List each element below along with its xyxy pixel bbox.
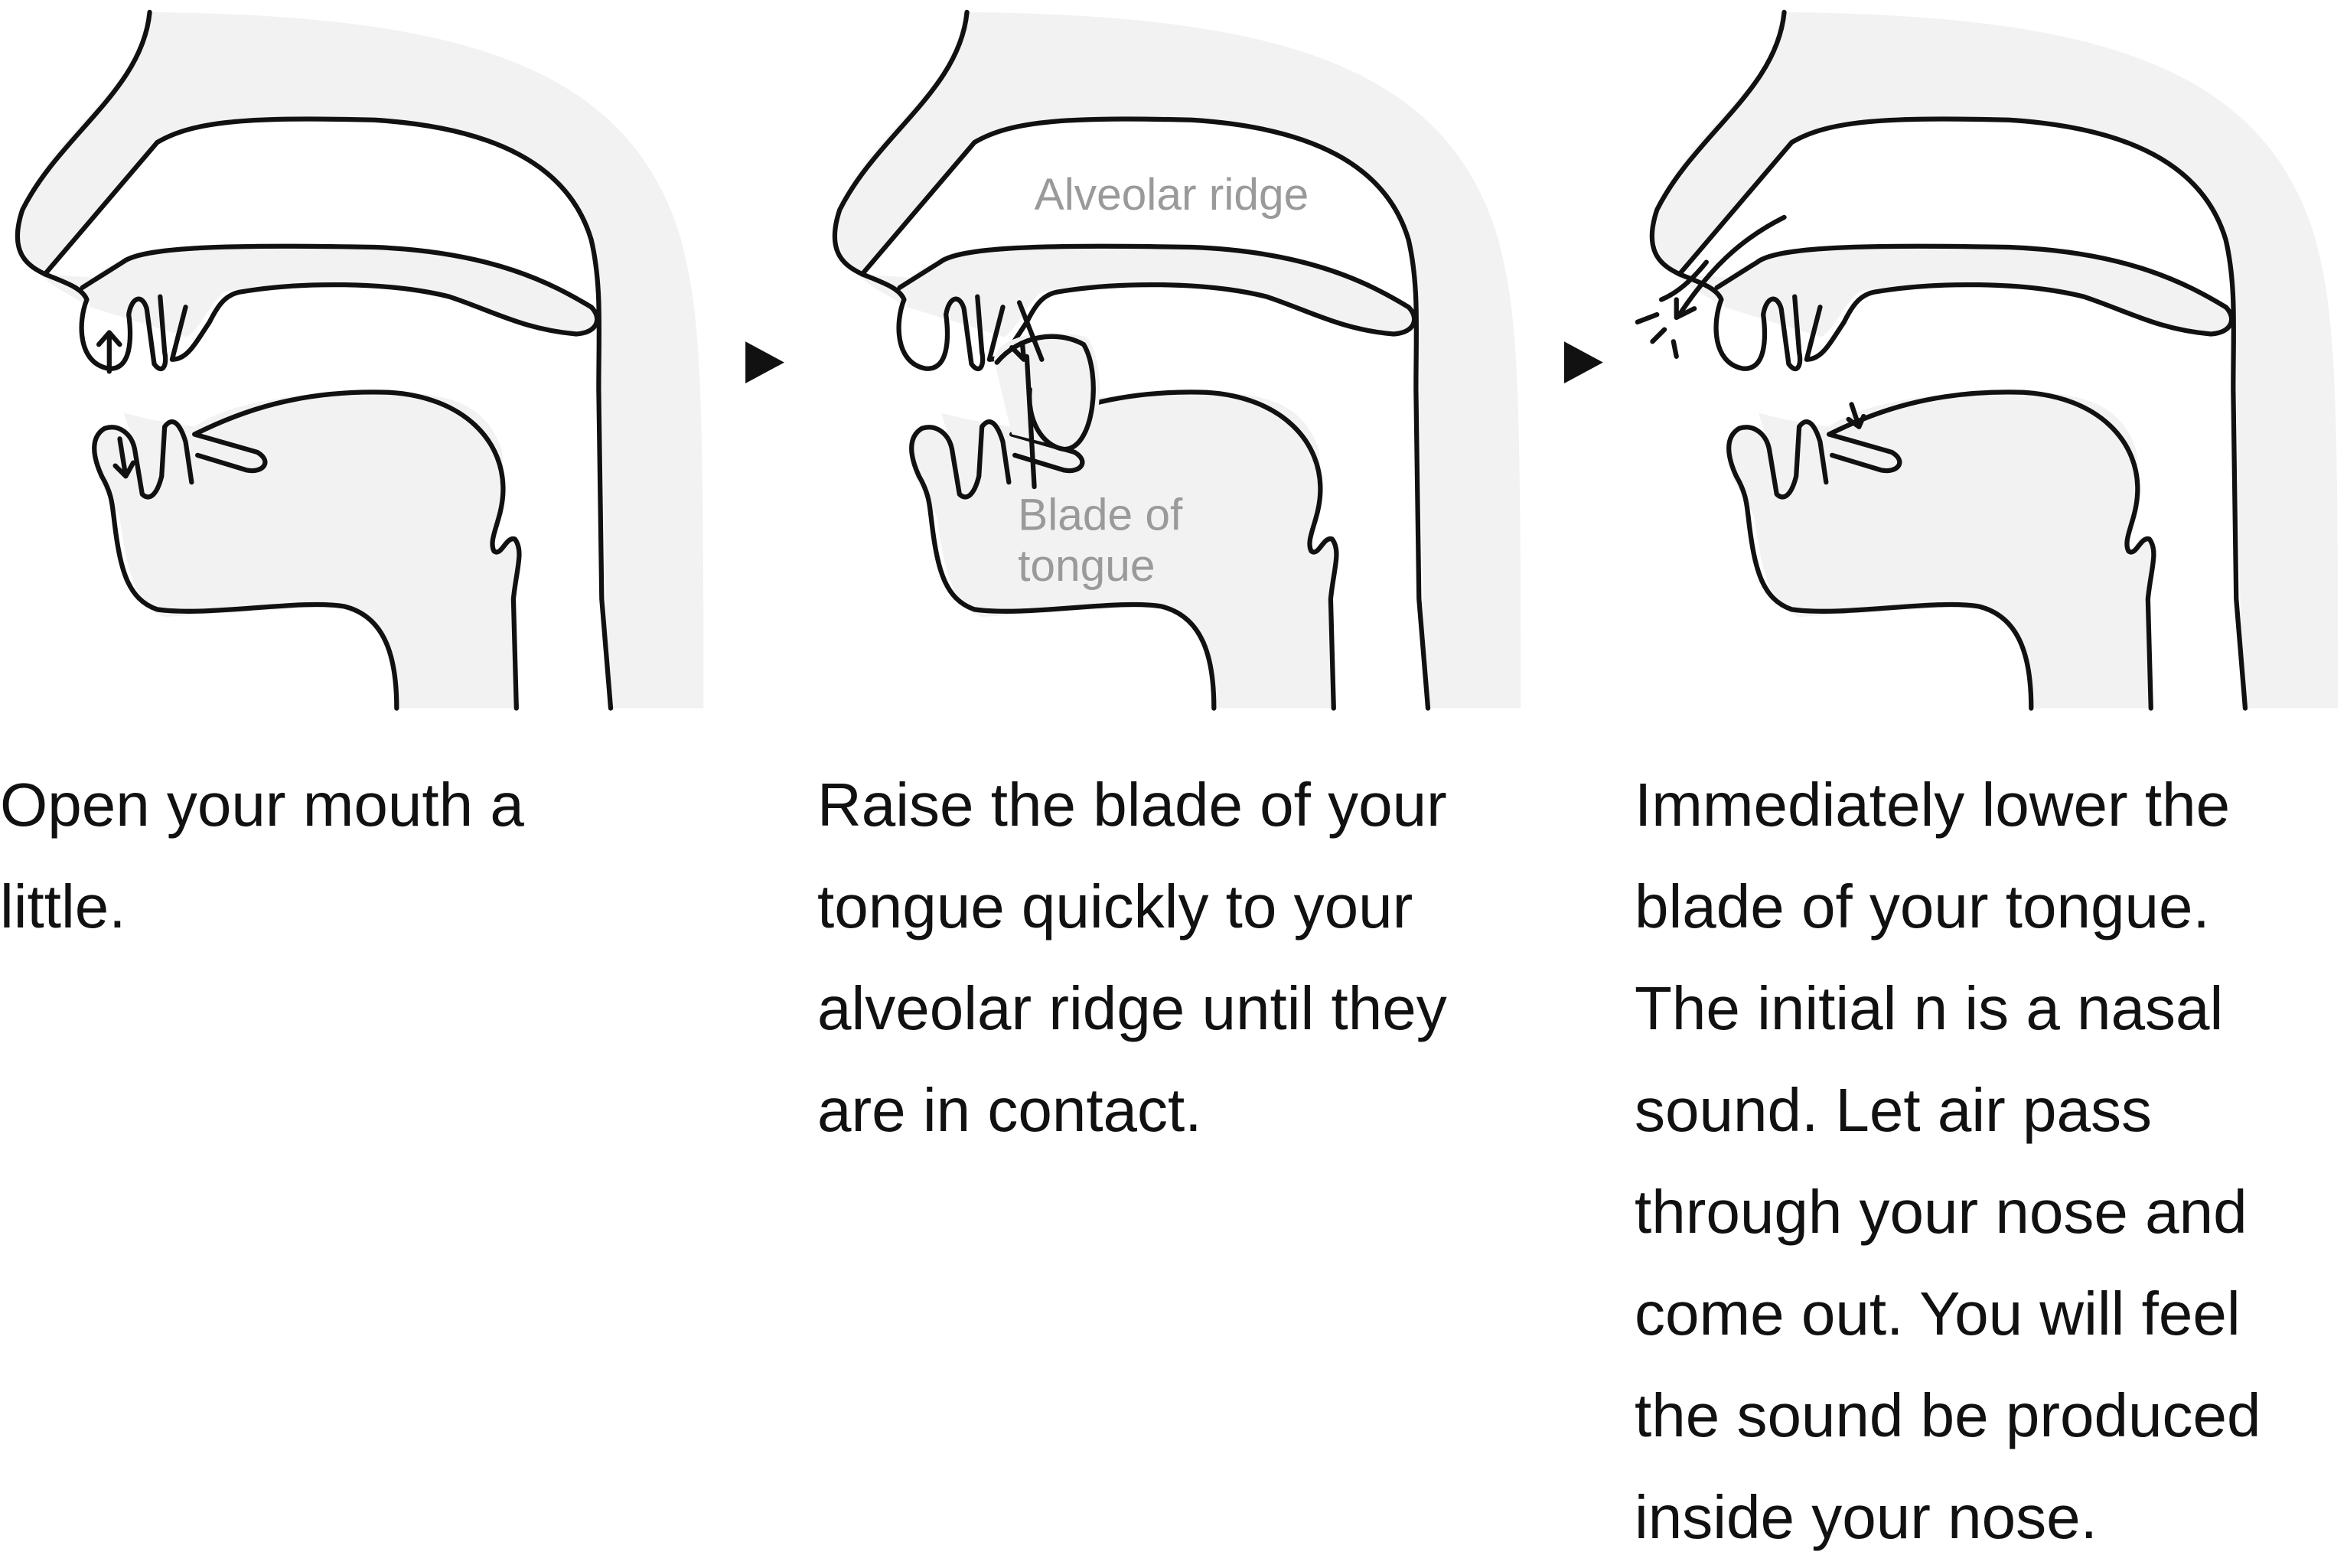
step-2-line: alveolar ridge until they bbox=[817, 974, 1447, 1042]
next-step-triangle-icon bbox=[1564, 341, 1603, 384]
label-blade-of-tongue-line1: Blade of bbox=[1018, 491, 1183, 540]
airflow-arrow-icon bbox=[1659, 214, 1787, 321]
step-3-line: the sound be produced bbox=[1635, 1381, 2261, 1449]
step-3-line: come out. You will feel bbox=[1635, 1280, 2241, 1348]
step-3-line: blade of your tongue. bbox=[1635, 872, 2210, 940]
step-3-line: The initial n is a nasal bbox=[1635, 974, 2224, 1042]
step-3-line: through your nose and bbox=[1635, 1178, 2248, 1246]
step-1-instructions: Open your mouth a little. bbox=[0, 754, 735, 957]
step-3-line: inside your nose. bbox=[1635, 1483, 2098, 1551]
step-3-line: sound. Let air pass bbox=[1635, 1076, 2152, 1144]
label-alveolar-ridge: Alveolar ridge bbox=[1035, 170, 1309, 220]
panel-3-diagram bbox=[1635, 0, 2338, 708]
arrow-down-icon bbox=[112, 436, 136, 479]
step-2-line: are in contact. bbox=[817, 1076, 1202, 1144]
step-3-line: Immediately lower the bbox=[1635, 771, 2231, 839]
step-3-instructions: Immediately lower the blade of your tong… bbox=[1635, 754, 2347, 1568]
sound-burst-icon bbox=[1635, 311, 1679, 359]
label-blade-of-tongue-line2: tongue bbox=[1018, 541, 1155, 591]
step-1-line: little. bbox=[0, 872, 126, 940]
step-2-line: Raise the blade of your bbox=[817, 771, 1447, 839]
step-2-line: tongue quickly to your bbox=[817, 872, 1413, 940]
arrow-up-icon bbox=[96, 330, 122, 374]
next-step-triangle-icon bbox=[745, 341, 784, 384]
panel-2-diagram: Alveolar ridge Blade of tongue bbox=[817, 0, 1521, 708]
step-1-line: Open your mouth a bbox=[0, 771, 524, 839]
panel-1-diagram bbox=[0, 0, 703, 708]
step-2-instructions: Raise the blade of your tongue quickly t… bbox=[817, 754, 1552, 1161]
arrow-down-icon bbox=[1846, 402, 1866, 429]
